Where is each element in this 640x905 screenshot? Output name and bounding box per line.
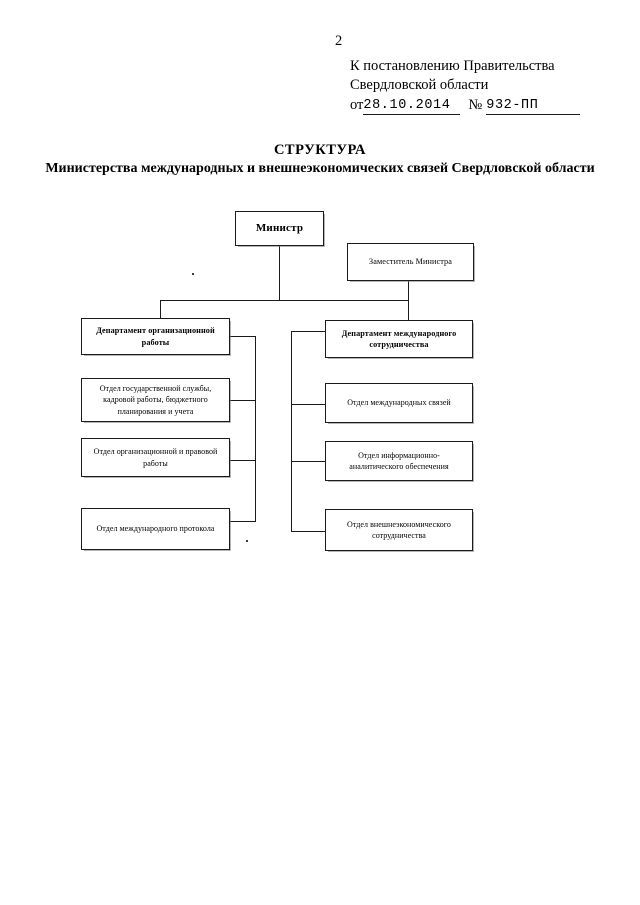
- node-unit-international-protocol-label: Отдел международного протокола: [96, 524, 215, 534]
- connector-right-stub-0: [291, 331, 325, 332]
- node-unit-international-relations[interactable]: Отдел международных связей: [325, 383, 473, 423]
- page-number: 2: [335, 33, 343, 49]
- connector-left-dept-out: [229, 336, 256, 337]
- stray-mark-right: [246, 540, 248, 542]
- connector-minister-down: [279, 245, 280, 301]
- node-minister[interactable]: Министр: [235, 211, 324, 246]
- node-unit-state-service[interactable]: Отдел государственной службы, кадровой р…: [81, 378, 230, 422]
- node-unit-organizational-legal-label: Отдел организационной и правовой работы: [93, 447, 218, 468]
- node-deputy-minister-label: Заместитель Министра: [369, 257, 452, 267]
- connector-deputy-to-right-dept: [408, 300, 409, 320]
- date-value: 28.10.2014: [363, 98, 461, 115]
- connector-right-stub-3: [291, 531, 325, 532]
- node-department-organizational[interactable]: Департамент организационной работы: [81, 318, 230, 355]
- connector-right-stub-1: [291, 404, 325, 405]
- connector-left-stub-2: [229, 460, 256, 461]
- connector-right-spine: [291, 331, 292, 531]
- node-unit-foreign-economic[interactable]: Отдел внешнеэкономического сотрудничеств…: [325, 509, 473, 551]
- numero-sign: №: [468, 97, 483, 113]
- node-unit-state-service-label: Отдел государственной службы, кадровой р…: [99, 383, 212, 416]
- connector-left-stub-1: [229, 400, 256, 401]
- connector-right-stub-2: [291, 461, 325, 462]
- node-unit-information-analytical-label: Отдел информационно-аналитического обесп…: [349, 450, 449, 472]
- connector-main-bus: [160, 300, 409, 301]
- connector-bus-to-left-dept: [160, 300, 161, 318]
- node-department-international-label: Департамент международного сотрудничеств…: [341, 328, 457, 350]
- approval-block: К постановлению Правительства Свердловск…: [350, 57, 630, 115]
- node-department-organizational-label: Департамент организационной работы: [96, 326, 215, 347]
- node-deputy-minister[interactable]: Заместитель Министра: [347, 243, 474, 281]
- node-unit-foreign-economic-label: Отдел внешнеэкономического сотрудничеств…: [347, 519, 451, 541]
- stray-mark-left: [192, 273, 194, 275]
- approval-line-1: К постановлению Правительства: [350, 58, 555, 74]
- document-number: 932-ПП: [486, 98, 581, 115]
- node-minister-label: Министр: [255, 221, 304, 234]
- approval-line-2: Свердловской области: [350, 77, 489, 93]
- node-unit-international-relations-label: Отдел международных связей: [347, 398, 451, 408]
- node-unit-information-analytical[interactable]: Отдел информационно-аналитического обесп…: [325, 441, 473, 481]
- connector-left-stub-3: [229, 521, 256, 522]
- node-unit-international-protocol[interactable]: Отдел международного протокола: [81, 508, 230, 550]
- page-subtitle: Министерства международных и внешнеэконо…: [45, 161, 595, 176]
- node-department-international[interactable]: Департамент международного сотрудничеств…: [325, 320, 473, 358]
- date-prefix: от: [350, 97, 364, 113]
- page-title: СТРУКТУРА: [273, 142, 367, 158]
- connector-left-spine: [255, 336, 256, 521]
- document-reference-line: от 28.10.2014 № 932-ПП: [350, 96, 630, 115]
- node-unit-organizational-legal[interactable]: Отдел организационной и правовой работы: [81, 438, 230, 477]
